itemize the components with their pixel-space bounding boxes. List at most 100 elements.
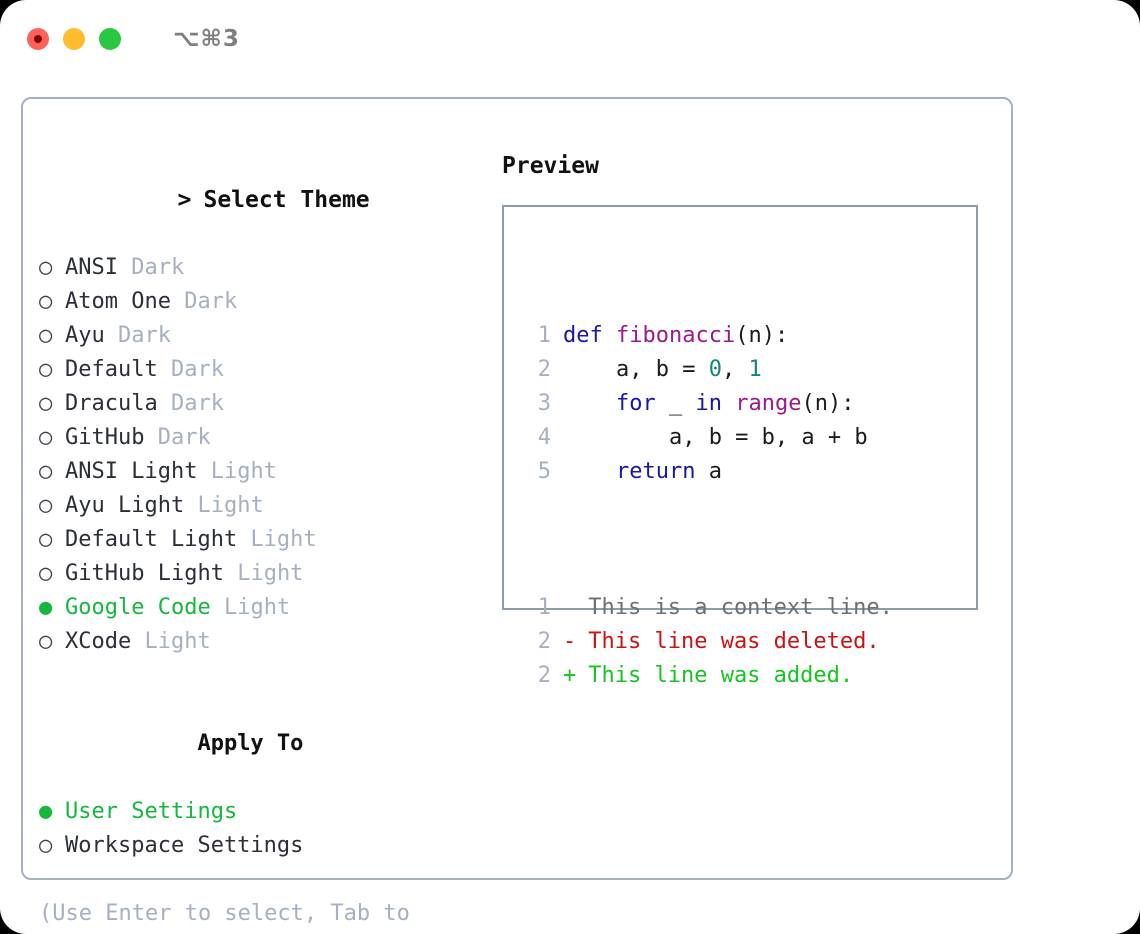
code-token: a, b = b, a + b — [563, 425, 868, 450]
radio-unselected-icon: ○ — [39, 357, 53, 382]
theme-kind-badge: Dark — [157, 425, 211, 450]
theme-name-label: Dracula — [65, 391, 158, 416]
main-panel: >Select Theme ○ANSI Dark ○ Atom One Dark ○ A… — [21, 97, 1013, 926]
apply-to-header-label: Apply To — [197, 731, 304, 756]
titlebar: ⌥⌘3 — [0, 0, 1140, 78]
code-token: in — [695, 391, 722, 416]
theme-kind-badge: Light — [250, 527, 317, 552]
code-token: a — [695, 459, 722, 484]
close-button[interactable] — [27, 28, 49, 50]
radio-unselected-icon: ○ — [39, 459, 53, 484]
theme-list-item[interactable]: ●Google Code Light — [39, 591, 489, 625]
apply-to-option[interactable]: ● User Settings — [39, 795, 489, 829]
diff-text: This line was added. — [575, 663, 854, 688]
code-token: , — [721, 357, 749, 382]
code-line-number: 2 — [537, 357, 551, 382]
theme-list-item[interactable]: ○XCode Light — [39, 625, 489, 659]
code-line-number: 1 — [537, 323, 551, 348]
radio-unselected-icon: ○ — [39, 493, 53, 518]
hint-spacer — [39, 863, 489, 897]
theme-list: ○ANSI Dark○Atom One Dark○Ayu Dark○Defaul… — [39, 251, 489, 659]
radio-unselected-icon: ○ — [39, 629, 53, 654]
theme-kind-badge: Light — [210, 459, 277, 484]
code-token — [563, 459, 616, 484]
radio-selected-icon: ● — [39, 799, 53, 824]
keyboard-shortcut-label: ⌥⌘3 — [173, 26, 240, 52]
code-token: for — [615, 391, 656, 416]
theme-name-label: Default — [65, 357, 158, 382]
code-line-number: 4 — [537, 425, 551, 450]
theme-name-label: ANSI Light — [65, 459, 198, 484]
theme-name-label: Ayu — [65, 323, 105, 348]
theme-name-gap — [144, 425, 157, 450]
theme-name-gap — [237, 527, 250, 552]
diff-line-number: 2 — [537, 629, 551, 654]
theme-kind-badge: Dark — [170, 391, 224, 416]
code-line: 5 return a — [521, 455, 893, 489]
code-token: range — [735, 391, 802, 416]
theme-selector-column: >Select Theme ○ANSI Dark ○ Atom One Dark ○ A… — [39, 149, 489, 934]
theme-kind-badge: Light — [237, 561, 304, 586]
theme-name-label: Ayu Light — [65, 493, 185, 518]
theme-list-item[interactable]: ○ Ayu Dark — [39, 319, 489, 353]
theme-name-label: Google Code — [65, 595, 211, 620]
code-token: 1 — [748, 357, 762, 382]
select-theme-header-label: Select Theme — [203, 187, 370, 213]
theme-name-gap — [118, 255, 131, 280]
theme-list-item[interactable]: ○Default Dark — [39, 353, 489, 387]
code-token: def — [563, 323, 603, 348]
theme-list-item[interactable]: ○GitHub Light Light — [39, 557, 489, 591]
code-token — [722, 391, 735, 416]
section-spacer — [39, 659, 489, 693]
code-token — [603, 323, 616, 348]
code-token: a, b = — [563, 357, 709, 382]
radio-unselected-icon: ○ — [39, 323, 53, 348]
keyboard-hint-text: (Use Enter to select, Tab to change focu… — [39, 901, 410, 926]
minimize-button[interactable] — [63, 28, 85, 50]
diff-line: 2+ This line was added. — [521, 659, 893, 693]
apply-to-options: ● User Settings ○Workspace Settings — [39, 795, 489, 863]
code-token — [563, 391, 616, 416]
code-token: fibonacci — [616, 323, 736, 348]
radio-unselected-icon: ○ — [39, 391, 53, 416]
apply-to-option-label: User Settings — [65, 799, 238, 824]
theme-name-gap — [184, 493, 197, 518]
code-token: 0 — [708, 357, 722, 382]
apply-to-option[interactable]: ○Workspace Settings — [39, 829, 489, 863]
diff-sign: - — [563, 629, 577, 654]
theme-kind-badge: Light — [144, 629, 211, 654]
theme-list-item[interactable]: ○ Atom One Dark — [39, 285, 489, 319]
apply-to-indent — [171, 727, 197, 761]
theme-list-item[interactable]: ○ GitHub Dark — [39, 421, 489, 455]
apply-to-option-label: Workspace Settings — [65, 833, 304, 858]
theme-list-item[interactable]: ○ Dracula Dark — [39, 387, 489, 421]
theme-name-label: GitHub — [65, 425, 145, 450]
theme-name-label: GitHub Light — [65, 561, 224, 586]
theme-list-item[interactable]: ○Default Light Light — [39, 523, 489, 557]
radio-unselected-icon: ○ — [39, 425, 53, 450]
theme-kind-badge: Dark — [184, 289, 238, 314]
theme-name-label: Atom One — [65, 289, 171, 314]
select-theme-header: >Select Theme — [39, 149, 489, 251]
diff-sign — [563, 591, 575, 625]
diff-line: 1 This is a context line. — [521, 591, 893, 625]
theme-name-label: Default Light — [65, 527, 238, 552]
theme-kind-badge: Dark — [118, 323, 171, 348]
diff-line-number: 1 — [537, 595, 551, 620]
diff-line: 2- This line was deleted. — [521, 625, 893, 659]
theme-name-gap — [197, 459, 210, 484]
theme-kind-badge: Light — [223, 595, 291, 620]
theme-name-gap — [158, 391, 171, 416]
theme-list-item[interactable]: ○ANSI Dark — [39, 251, 489, 285]
theme-list-item[interactable]: ○ ANSI Light Light — [39, 455, 489, 489]
theme-kind-badge: Dark — [131, 255, 185, 280]
radio-unselected-icon: ○ — [39, 289, 53, 314]
theme-list-item[interactable]: ○Ayu Light Light — [39, 489, 489, 523]
code-line-number: 5 — [537, 459, 551, 484]
maximize-button[interactable] — [99, 28, 121, 50]
diff-lines: 1 This is a context line.2- This line wa… — [521, 591, 893, 693]
theme-name-gap — [211, 595, 224, 620]
